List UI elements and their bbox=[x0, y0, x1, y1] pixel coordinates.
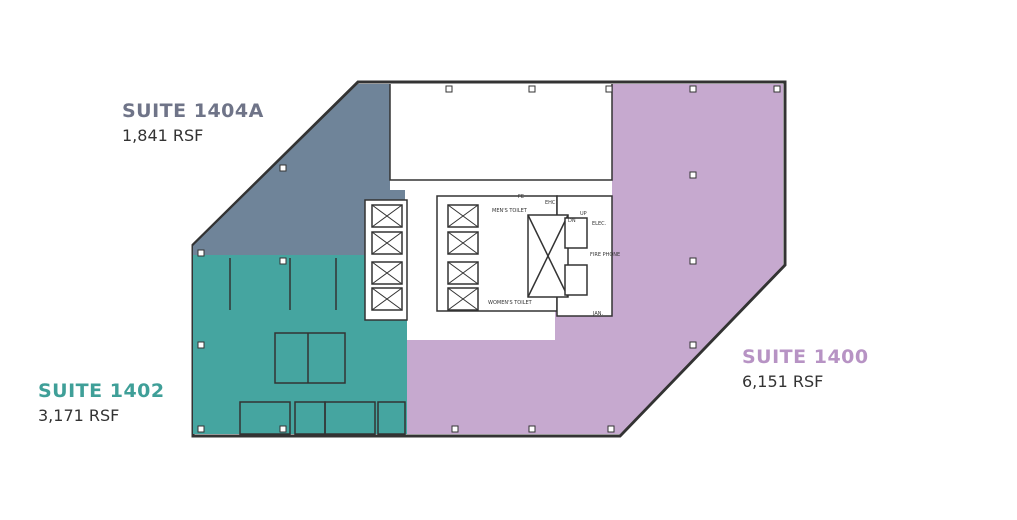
suite-1404a-label: SUITE 1404A 1,841 RSF bbox=[122, 100, 264, 145]
stair-dn-label: DN bbox=[568, 218, 576, 224]
suite-name: SUITE 1402 bbox=[38, 380, 165, 402]
suite-area: 6,151 RSF bbox=[742, 372, 824, 391]
jan-label: JAN. bbox=[592, 311, 604, 317]
elec-label: ELEC. bbox=[592, 221, 607, 227]
womens-toilet-label: WOMEN'S TOILET bbox=[488, 300, 533, 306]
fire-phone-label: FIRE PHONE bbox=[590, 252, 620, 258]
suite-1402-label: SUITE 1402 3,171 RSF bbox=[38, 380, 165, 425]
suite-area: 1,841 RSF bbox=[122, 126, 204, 145]
mens-toilet-label: MEN'S TOILET bbox=[492, 208, 528, 214]
suite-1404a-area[interactable] bbox=[193, 84, 405, 255]
columns bbox=[197, 85, 781, 433]
building-core bbox=[364, 195, 613, 321]
suite-name: SUITE 1404A bbox=[122, 100, 264, 122]
suite-1402-area[interactable] bbox=[193, 255, 407, 434]
suite-1402-rooms bbox=[229, 258, 406, 435]
ehc-label: EHC bbox=[545, 200, 556, 206]
stair-up-label: UP bbox=[580, 211, 587, 217]
fe-label: FE bbox=[518, 194, 524, 200]
suite-1400-area[interactable] bbox=[407, 84, 783, 434]
suite-name: SUITE 1400 bbox=[742, 346, 869, 368]
suite-area: 3,171 RSF bbox=[38, 406, 120, 425]
suite-1400-label: SUITE 1400 6,151 RSF bbox=[742, 346, 869, 391]
